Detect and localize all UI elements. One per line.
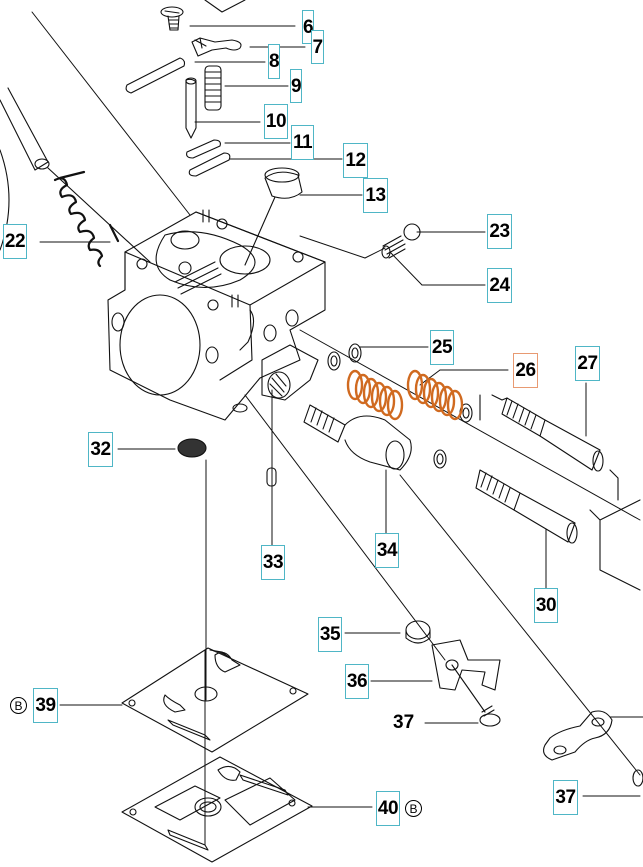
part-37-screw [479,705,501,727]
part-39-diaphragm [121,647,309,753]
part-6-screw [160,0,246,31]
callout-34[interactable]: 34 [375,533,399,568]
carburetor-body [107,209,326,421]
callout-37[interactable]: 37 [553,780,578,815]
callout-40[interactable]: 40 [376,791,400,826]
part-22-spring [53,170,120,268]
part-40-gasket [121,756,313,863]
leader-lines [31,11,643,846]
part-32-filter [177,438,207,458]
callout-23[interactable]: 23 [487,214,512,249]
callout-35[interactable]: 35 [318,617,342,652]
part-25-washers [327,343,473,469]
part-24-spring [381,235,406,259]
callout-33[interactable]: 33 [261,545,285,580]
callout-26[interactable]: 26 [513,353,538,388]
callout-39[interactable]: 39 [33,688,58,723]
part-11-gasket [186,139,221,159]
callout-11[interactable]: 11 [291,125,314,160]
callout-7[interactable]: 7 [311,30,324,64]
part-7-clip [191,37,242,57]
callout-24[interactable]: 24 [487,268,512,303]
part-10-needle [185,77,197,139]
part-36-lever [431,639,501,713]
part-9-spring [204,65,222,111]
part-12-gasket [188,152,231,177]
kit-marker-b-39: B [10,697,27,714]
part-8-pin [125,57,186,94]
part-23-ball [403,223,421,241]
part-33-pin [266,467,277,487]
callout-32[interactable]: 32 [88,432,113,467]
kit-marker-b-40: B [405,800,422,817]
callout-30[interactable]: 30 [534,588,558,623]
part-35-bushing [405,620,431,644]
callout-8[interactable]: 8 [268,44,280,79]
callout-13[interactable]: 13 [363,178,388,213]
callout-27[interactable]: 27 [575,346,600,381]
callout-9[interactable]: 9 [290,69,302,103]
callout-25[interactable]: 25 [430,330,454,365]
callout-37-unboxed[interactable]: 37 [393,712,415,733]
part-34-screw [303,404,412,471]
part-27-screw [479,394,619,501]
callout-22[interactable]: 22 [3,224,27,259]
callout-12[interactable]: 12 [343,143,368,178]
part-13-cap [244,167,303,266]
part-37-link [543,710,643,787]
callout-10[interactable]: 10 [264,104,288,139]
callout-36[interactable]: 36 [345,664,369,699]
part-26-springs [346,369,464,421]
part-30-screw [475,469,641,591]
